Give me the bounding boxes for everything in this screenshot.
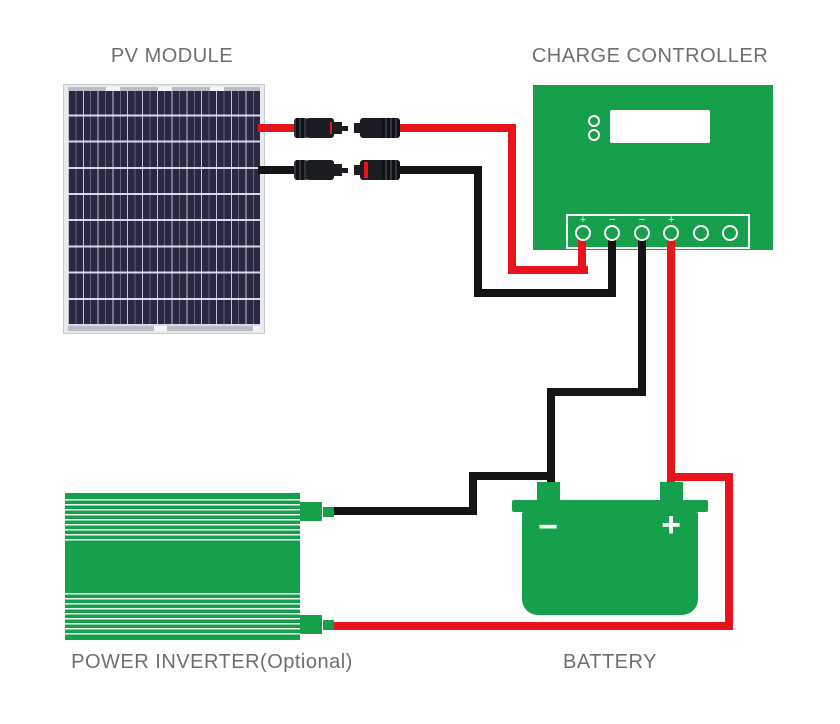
inverter-terminal-lug	[323, 620, 334, 630]
mc4-pin	[340, 126, 348, 131]
battery-lid	[512, 500, 708, 512]
terminal-polarity-label: +	[667, 214, 675, 226]
mc4-nub	[354, 123, 363, 133]
wire-pv-positive-seg2	[396, 124, 516, 132]
controller-terminal-4	[663, 225, 680, 241]
pv-module	[63, 84, 265, 334]
wire-battery-positive-seg1	[667, 236, 675, 486]
wire-inverter-negative-seg2	[469, 472, 477, 515]
wire-inverter-negative-seg3	[469, 472, 550, 480]
battery-label: BATTERY	[563, 651, 657, 673]
mc4-red-oring	[364, 162, 368, 178]
inverter-dc-terminal-positive	[300, 615, 322, 634]
wire-inverter-positive-seg1	[671, 473, 733, 481]
mc4-male-connector-negative-icon	[294, 160, 348, 180]
inverter-terminal-lug	[323, 507, 334, 517]
wire-pv-positive-seg3	[508, 124, 516, 274]
mc4-nub	[354, 165, 363, 175]
wire-battery-negative-seg1	[638, 236, 646, 396]
terminal-polarity-label: −	[638, 214, 646, 226]
charge-controller	[533, 85, 773, 250]
wire-battery-negative-seg2	[547, 388, 646, 396]
terminal-polarity-label: −	[609, 214, 616, 226]
controller-display	[610, 110, 710, 143]
mc4-ridge-cap	[294, 118, 308, 138]
inverter-dc-terminal-negative	[300, 502, 322, 521]
mc4-body	[306, 118, 334, 138]
wire-inverter-negative-seg1	[330, 507, 477, 515]
pv-frame-bottom-rail	[68, 326, 260, 331]
controller-terminal-6	[722, 225, 738, 241]
battery-positive-post	[660, 482, 683, 500]
battery-negative-post	[537, 482, 560, 500]
mc4-red-oring	[330, 122, 333, 134]
mc4-female-connector-positive-icon	[354, 118, 400, 138]
controller-terminal-strip	[566, 214, 750, 249]
pv-cells-grid	[68, 91, 260, 326]
mc4-pin	[340, 168, 348, 173]
wire-pv-positive-seg4	[508, 266, 588, 274]
power-inverter	[65, 493, 300, 640]
terminal-polarity-label: +	[579, 214, 587, 226]
mc4-ridge-cap	[294, 160, 308, 180]
wire-pv-positive-seg5	[578, 236, 586, 274]
mc4-body	[306, 160, 334, 180]
wire-pv-negative-seg3	[474, 166, 482, 297]
mc4-male-connector-positive-icon	[294, 118, 348, 138]
mc4-neck	[332, 164, 342, 176]
controller-terminal-3	[633, 225, 650, 241]
wire-pv-negative-seg4	[474, 289, 616, 297]
charge-controller-label: CHARGE CONTROLLER	[531, 45, 769, 67]
controller-terminal-2	[604, 225, 621, 241]
pv-frame-top-rail	[68, 87, 260, 91]
controller-led-icon	[588, 129, 600, 141]
inverter-fins-bottom	[65, 593, 300, 637]
wire-pv-negative-seg5	[608, 236, 616, 297]
wire-battery-negative-seg3	[547, 388, 555, 486]
mc4-body	[360, 160, 400, 180]
controller-led-icon	[588, 115, 600, 127]
controller-terminal-5	[692, 225, 709, 241]
wire-pv-negative-seg2	[396, 166, 482, 174]
mc4-female-connector-negative-icon	[354, 160, 400, 180]
wire-pv-negative-seg1	[258, 166, 302, 174]
battery-body: − +	[522, 508, 698, 615]
wire-inverter-positive-seg2	[725, 473, 733, 630]
inverter-fins-top	[65, 499, 300, 543]
pv-module-label: PV MODULE	[110, 45, 234, 67]
mc4-neck	[332, 122, 342, 134]
power-inverter-label: POWER INVERTER(Optional)	[71, 651, 353, 673]
mc4-body	[360, 118, 400, 138]
wire-inverter-positive-seg3	[330, 622, 733, 630]
wire-pv-positive-seg1	[258, 124, 302, 132]
controller-terminal-1	[575, 225, 591, 241]
